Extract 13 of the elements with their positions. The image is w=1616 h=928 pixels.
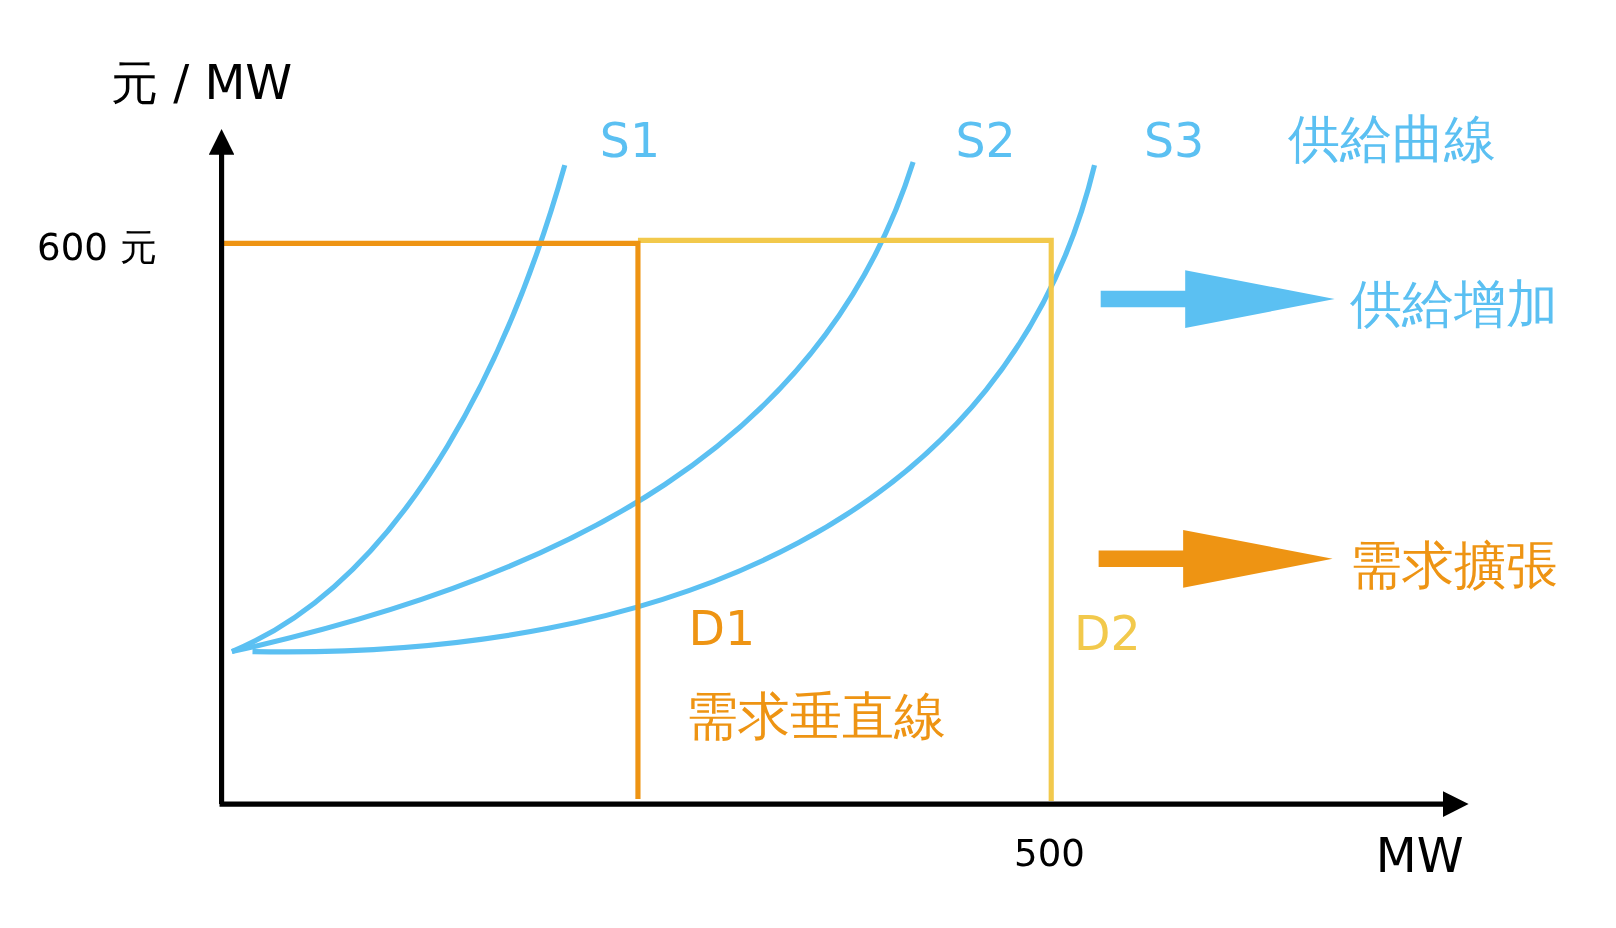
tick-label: 600 元 bbox=[37, 225, 157, 269]
annotation-text: 需求擴張 bbox=[1350, 534, 1559, 595]
annotation-text: 需求垂直線 bbox=[686, 686, 947, 746]
tick-label: 500 bbox=[1014, 831, 1085, 875]
curve-label: S2 bbox=[955, 112, 1016, 168]
curve-label: D1 bbox=[688, 601, 756, 657]
legend-text: 供給曲線 bbox=[1288, 108, 1497, 169]
curve-label: S1 bbox=[599, 112, 661, 168]
curve-label: D2 bbox=[1073, 605, 1141, 661]
axis-title: MW bbox=[1375, 828, 1464, 884]
curve-label: S3 bbox=[1144, 112, 1205, 168]
annotation-text: 供給增加 bbox=[1350, 273, 1559, 334]
axis-title: 元 / MW bbox=[111, 55, 293, 111]
